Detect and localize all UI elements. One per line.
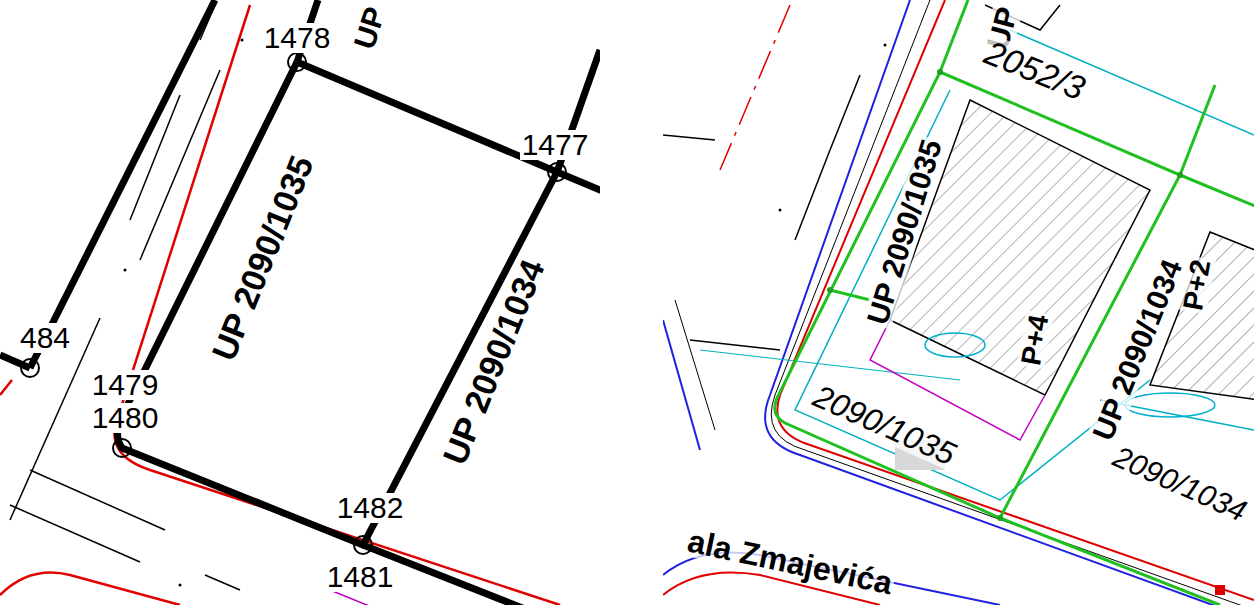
parcel-label: UP 2090/1034: [436, 253, 550, 470]
point-number: 1477: [520, 130, 591, 160]
parcel-label: 2090/1034: [1107, 441, 1252, 528]
parcel-label: ala Zmajevića: [683, 524, 897, 599]
point-number: 1478: [262, 23, 333, 53]
point-number: 1482: [335, 493, 406, 523]
parcel-label: UP 2090/1035: [205, 149, 319, 366]
point-number: 1479: [90, 370, 161, 400]
point-number: 484: [18, 323, 72, 353]
point-number: 1480: [90, 403, 161, 433]
point-number: 1481: [325, 562, 396, 592]
parcel-label: UP: [349, 2, 392, 55]
